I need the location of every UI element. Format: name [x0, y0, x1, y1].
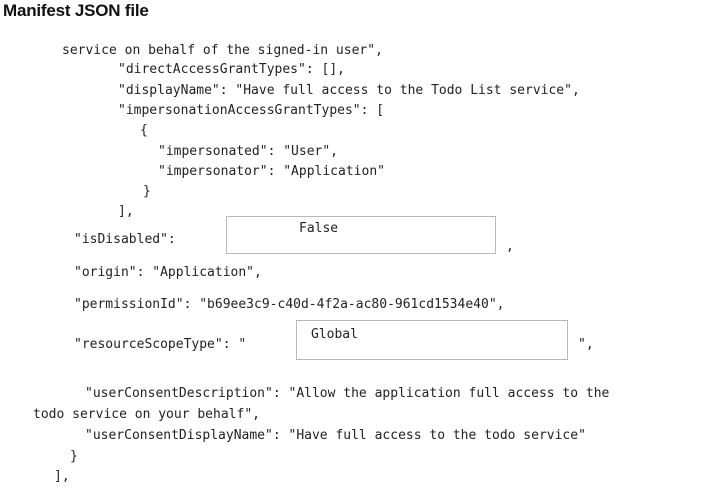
- code-line: ",: [578, 337, 594, 352]
- code-line: "displayName": "Have full access to the …: [118, 83, 580, 98]
- code-line: }: [70, 449, 78, 464]
- code-line: "directAccessGrantTypes": [],: [118, 62, 345, 77]
- code-line: ],: [118, 204, 134, 219]
- code-line: "origin": "Application",: [74, 265, 262, 280]
- isdisabled-answer-value: False: [299, 221, 339, 236]
- code-line: }: [143, 184, 151, 199]
- code-line: "impersonator": "Application": [158, 164, 385, 179]
- code-line: "permissionId": "b69ee3c9-c40d-4f2a-ac80…: [74, 297, 505, 312]
- code-line: service on behalf of the signed-in user"…: [62, 43, 383, 58]
- resourcescopetype-answer-value: Global: [311, 327, 358, 342]
- code-line: "impersonated": "User",: [158, 144, 339, 159]
- isdisabled-key: "isDisabled":: [74, 232, 176, 247]
- code-line: "userConsentDisplayName": "Have full acc…: [85, 428, 586, 443]
- code-line: "userConsentDescription": "Allow the app…: [85, 386, 610, 401]
- code-line: ],: [54, 469, 70, 484]
- resourcescopetype-key: "resourceScopeType": ": [74, 337, 247, 352]
- isdisabled-answer-box[interactable]: False: [226, 216, 496, 254]
- resourcescopetype-answer-box[interactable]: Global: [296, 320, 568, 360]
- page-title: Manifest JSON file: [3, 1, 149, 20]
- code-line: ,: [506, 239, 514, 254]
- code-line: {: [140, 123, 148, 138]
- code-line: todo service on your behalf",: [33, 407, 260, 422]
- code-line: "impersonationAccessGrantTypes": [: [118, 103, 385, 118]
